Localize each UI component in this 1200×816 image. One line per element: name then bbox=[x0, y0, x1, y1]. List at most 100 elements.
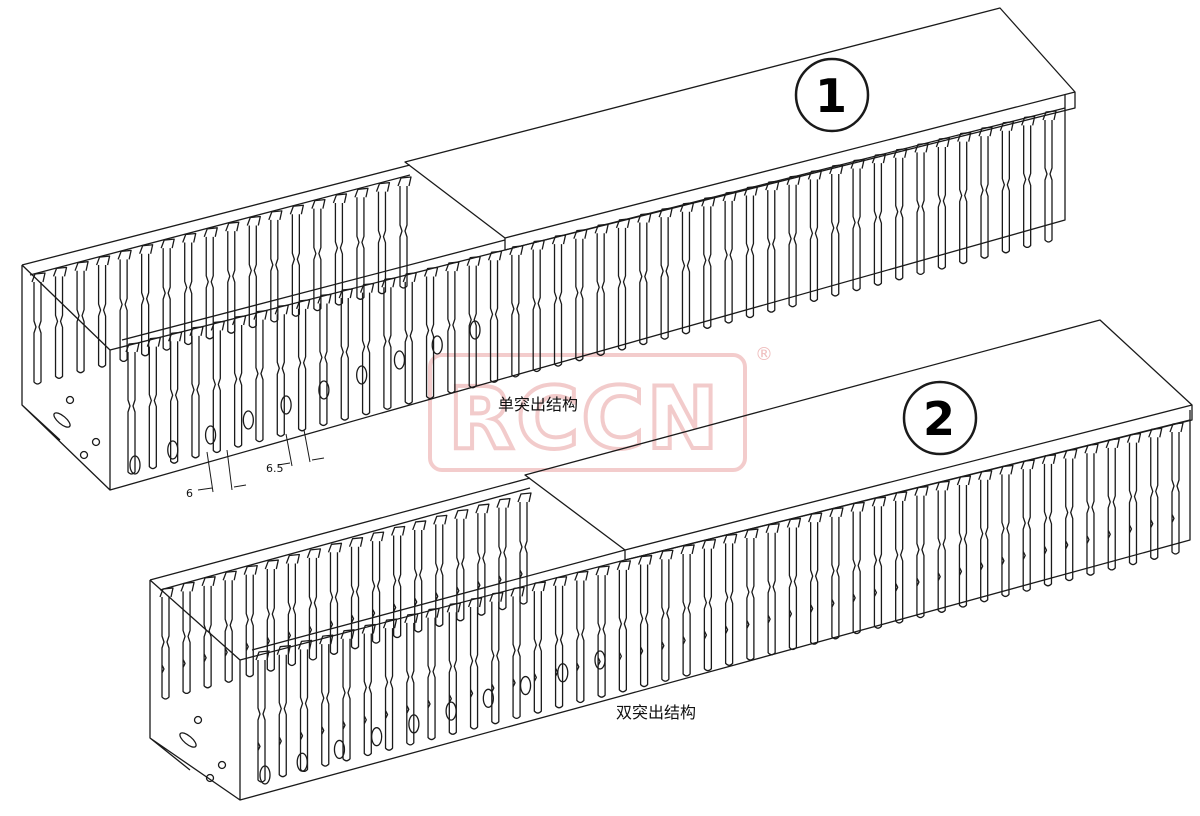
duct1-back-tooth-9 bbox=[205, 236, 214, 340]
duct2-front-tooth-20 bbox=[661, 559, 670, 682]
duct2-slot-6 bbox=[445, 701, 457, 721]
duct2-front-tooth-tab-25 bbox=[765, 523, 780, 533]
duct2-front-tooth-tab-9 bbox=[425, 607, 440, 618]
duct1-front-tooth-26 bbox=[660, 217, 669, 340]
duct2-front-tooth-25 bbox=[767, 532, 776, 656]
duct1-slot-6 bbox=[318, 380, 330, 400]
duct2-slot-3 bbox=[333, 739, 346, 760]
duct1-slot-9 bbox=[431, 335, 443, 355]
duct1-front-tooth-1 bbox=[127, 352, 136, 475]
dimension-6: 6 bbox=[186, 487, 193, 500]
duct2-back-tooth-10 bbox=[350, 546, 360, 650]
duct1-slot-1 bbox=[129, 455, 141, 475]
duct1-front-tooth-tab-21 bbox=[551, 234, 567, 245]
duct1-back-tooth-2 bbox=[54, 276, 64, 379]
duct1-back-tooth-1 bbox=[33, 282, 42, 385]
duct2-front-tooth-tab-40 bbox=[1084, 443, 1099, 454]
duct2-front-tooth-5 bbox=[342, 638, 351, 762]
duct1-back-tooth-tab-11 bbox=[246, 215, 261, 226]
duct2-front-tooth-31 bbox=[895, 500, 904, 624]
duct2-back-tooth-14 bbox=[435, 524, 444, 627]
duct2-front-tooth-tab-6 bbox=[361, 623, 376, 634]
duct1-front-tooth-4 bbox=[191, 335, 200, 459]
duct1-back-tooth-8 bbox=[184, 242, 193, 346]
duct1-back-tooth-5 bbox=[119, 259, 128, 363]
duct2-front-tooth-44 bbox=[1171, 432, 1180, 555]
duct2-front-tooth-tab-13 bbox=[510, 586, 525, 597]
duct1-back-tooth-4 bbox=[97, 265, 107, 368]
duct1-front-tooth-tab-9 bbox=[295, 299, 311, 310]
duct1-front-tooth-8 bbox=[276, 314, 285, 437]
duct1-front-tooth-40 bbox=[959, 141, 968, 265]
duct2-front-tooth-tab-37 bbox=[1020, 459, 1035, 470]
duct1-front-tooth-tab-33 bbox=[807, 169, 823, 180]
duct2-slot-5 bbox=[408, 714, 420, 734]
duct2-front-tooth-tab-42 bbox=[1126, 432, 1142, 443]
duct-1-number: 1 bbox=[815, 69, 847, 123]
duct1-back-tooth-tab-15 bbox=[332, 193, 348, 204]
duct1-front-tooth-tab-13 bbox=[381, 277, 396, 288]
duct1-slot-7 bbox=[356, 365, 368, 385]
duct-1-cover bbox=[404, 7, 1076, 251]
registered-mark: ® bbox=[755, 344, 773, 365]
duct2-front-tooth-4 bbox=[321, 644, 330, 767]
duct1-back-tooth-tab-4 bbox=[95, 255, 111, 266]
duct1-front-tooth-tab-38 bbox=[914, 142, 929, 153]
duct1-front-tooth-20 bbox=[532, 249, 541, 373]
duct2-back-tooth-11 bbox=[371, 541, 381, 644]
duct2-back-tooth-tab-18 bbox=[517, 492, 532, 503]
duct2-front-tooth-tab-18 bbox=[616, 560, 631, 571]
duct1-front-tooth-30 bbox=[745, 195, 755, 319]
duct2-front-tooth-tab-39 bbox=[1063, 448, 1078, 459]
duct1-front-tooth-tab-22 bbox=[573, 229, 588, 239]
duct2-front-tooth-40 bbox=[1086, 453, 1095, 576]
duct1-front-tooth-39 bbox=[937, 146, 947, 270]
duct2-back-tooth-1 bbox=[161, 597, 170, 700]
duct1-front-tooth-tab-11 bbox=[338, 288, 353, 299]
duct1-front-tooth-tab-23 bbox=[594, 223, 609, 234]
duct2-front-tooth-tab-24 bbox=[744, 528, 759, 539]
duct1-back-tooth-16 bbox=[356, 197, 365, 300]
duct-2-bottom-slots bbox=[259, 650, 606, 785]
duct1-front-tooth-19 bbox=[511, 254, 520, 378]
duct2-front-tooth-7 bbox=[384, 628, 394, 751]
duct1-back-tooth-13 bbox=[291, 214, 301, 317]
duct1-front-tooth-21 bbox=[553, 244, 563, 367]
duct1-front-tooth-5 bbox=[212, 330, 221, 454]
duct2-front-tooth-tab-3 bbox=[297, 639, 313, 650]
duct2-slot-2 bbox=[296, 752, 308, 772]
duct1-front-tooth-22 bbox=[575, 238, 584, 362]
duct1-front-tooth-tab-26 bbox=[658, 207, 673, 218]
duct2-front-tooth-23 bbox=[724, 543, 734, 666]
duct1-slot-10 bbox=[469, 320, 481, 340]
duct2-back-tooth-tab-15 bbox=[454, 509, 469, 519]
duct-1-teeth bbox=[125, 110, 1057, 475]
duct2-back-tooth-15 bbox=[456, 518, 465, 622]
duct1-back-tooth-11 bbox=[248, 225, 257, 329]
duct2-front-tooth-9 bbox=[427, 617, 436, 741]
duct1-slot-2 bbox=[167, 440, 179, 460]
duct2-back-tooth-tab-6 bbox=[264, 559, 279, 570]
duct2-front-tooth-tab-19 bbox=[637, 554, 653, 565]
duct2-front-tooth-28 bbox=[831, 516, 840, 640]
duct2-slot-1 bbox=[259, 765, 271, 785]
duct1-front-tooth-9 bbox=[297, 308, 307, 432]
duct2-back-tooth-tab-8 bbox=[306, 548, 322, 559]
duct1-front-tooth-27 bbox=[681, 211, 691, 335]
duct2-front-tooth-tab-33 bbox=[935, 480, 950, 491]
duct1-back-tooth-tab-1 bbox=[31, 272, 46, 283]
duct2-back-tooth-18 bbox=[519, 502, 528, 605]
duct2-front-tooth-42 bbox=[1128, 442, 1138, 566]
watermark: RCCN ® bbox=[428, 344, 773, 472]
duct2-back-tooth-tab-4 bbox=[222, 570, 237, 581]
duct2-front-tooth-tab-7 bbox=[382, 618, 398, 629]
duct2-back-tooth-2 bbox=[182, 591, 191, 695]
duct2-front-tooth-33 bbox=[937, 490, 946, 613]
duct2-front-tooth-tab-16 bbox=[574, 570, 589, 581]
duct2-back-tooth-tab-3 bbox=[201, 576, 216, 587]
duct-1-body-outline bbox=[21, 95, 1066, 491]
duct2-front-tooth-15 bbox=[554, 585, 564, 709]
duct1-front-tooth-31 bbox=[767, 190, 776, 313]
duct1-front-tooth-24 bbox=[617, 227, 627, 351]
duct2-front-tooth-35 bbox=[980, 479, 989, 603]
